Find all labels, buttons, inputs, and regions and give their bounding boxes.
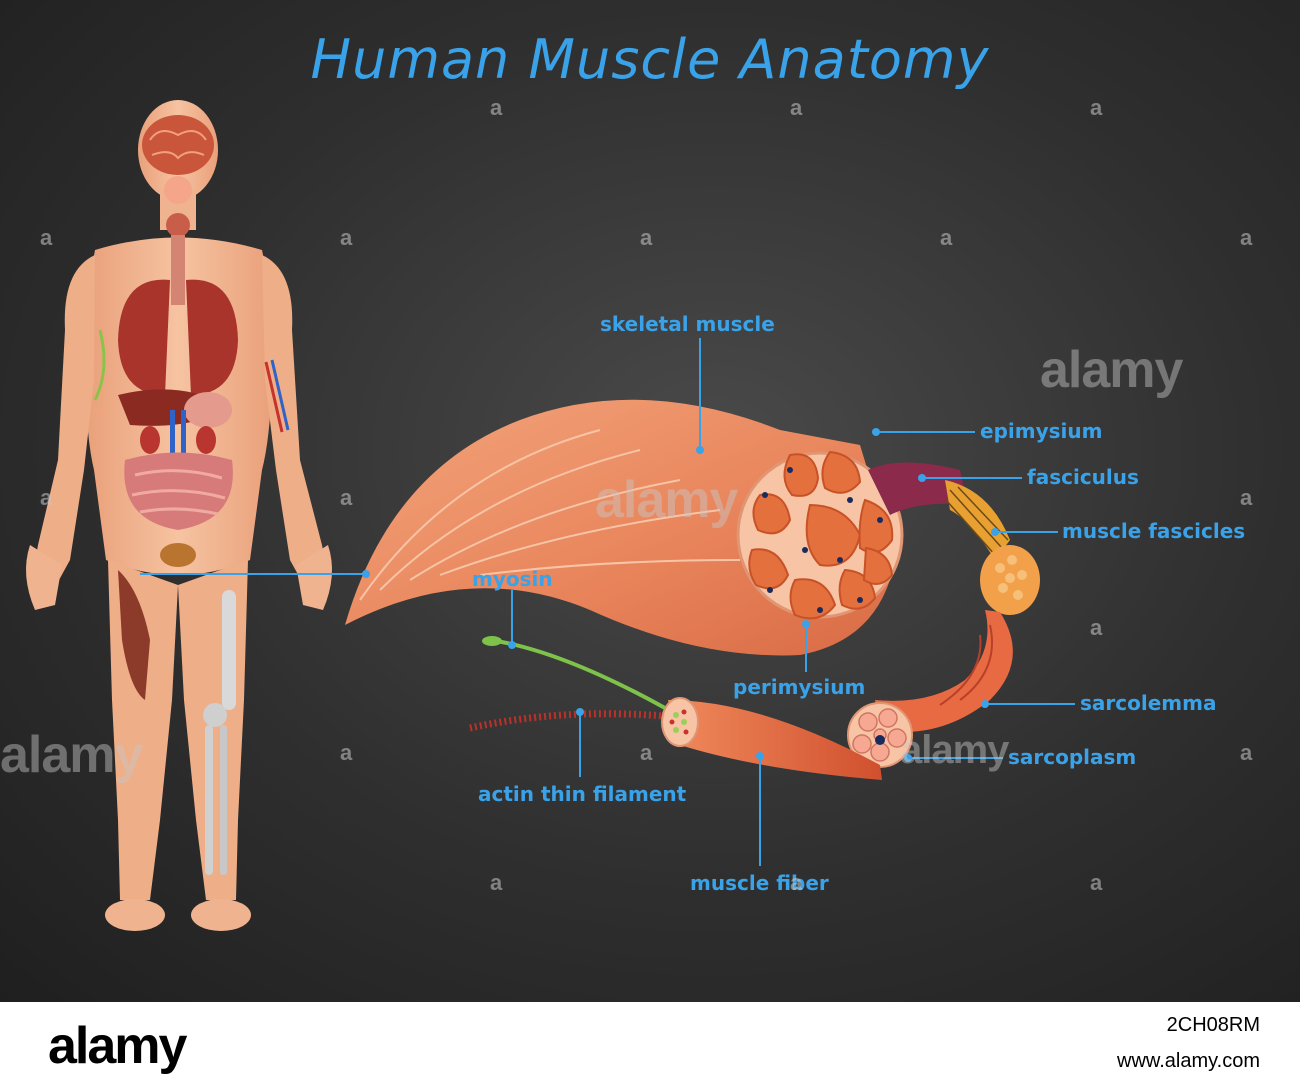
- label-muscle-fiber: muscle fiber: [690, 871, 829, 895]
- watermark-mark: a: [490, 95, 503, 120]
- stock-footer: alamy 2CH08RM www.alamy.com: [0, 1002, 1300, 1091]
- diagram-title: Human Muscle Anatomy: [310, 28, 990, 91]
- label-myosin: myosin: [472, 567, 553, 591]
- watermark-logo: alamy: [900, 728, 1009, 772]
- watermark-logo: alamy: [0, 726, 143, 784]
- leader-dots: [362, 428, 999, 762]
- diagram-canvas: Human Muscle Anatomy: [0, 0, 1300, 1002]
- watermark-mark: a: [1240, 740, 1253, 765]
- watermark-mark: a: [790, 95, 803, 120]
- watermark-mark: a: [340, 740, 353, 765]
- watermark-mark: a: [940, 225, 953, 250]
- watermark-mark: a: [640, 740, 653, 765]
- footer-logo: alamy: [48, 1017, 187, 1075]
- label-muscle-fascicles: muscle fascicles: [1062, 519, 1246, 543]
- label-actin-thin-filament: actin thin filament: [478, 782, 687, 806]
- watermark-mark: a: [490, 870, 503, 895]
- watermark-mark: a: [790, 870, 803, 895]
- footer-url: www.alamy.com: [1117, 1050, 1260, 1072]
- watermark-mark: a: [40, 225, 53, 250]
- watermark-mark: a: [340, 485, 353, 510]
- human-body-figure: [26, 100, 332, 931]
- skeletal-muscle-illustration: [345, 399, 1040, 780]
- watermark-mark: a: [1240, 225, 1253, 250]
- footer-image-id: 2CH08RM: [1166, 1014, 1260, 1036]
- anatomy-illustration: [26, 100, 1075, 931]
- leader-lines: [140, 338, 1075, 866]
- watermark-mark: a: [1090, 95, 1103, 120]
- label-perimysium: perimysium: [733, 675, 866, 699]
- label-epimysium: epimysium: [980, 419, 1103, 443]
- watermark-logo: alamy: [1040, 341, 1183, 399]
- label-sarcoplasm: sarcoplasm: [1008, 745, 1137, 769]
- watermark-mark: a: [640, 225, 653, 250]
- watermark-mark: a: [1090, 615, 1103, 640]
- watermark-mark: a: [1240, 485, 1253, 510]
- watermark-mark: a: [340, 225, 353, 250]
- label-sarcolemma: sarcolemma: [1080, 691, 1217, 715]
- label-skeletal-muscle: skeletal muscle: [600, 312, 775, 336]
- label-fasciculus: fasciculus: [1027, 465, 1139, 489]
- watermark-mark: a: [40, 485, 53, 510]
- watermark-mark: a: [1090, 870, 1103, 895]
- watermark-logo: alamy: [595, 471, 738, 529]
